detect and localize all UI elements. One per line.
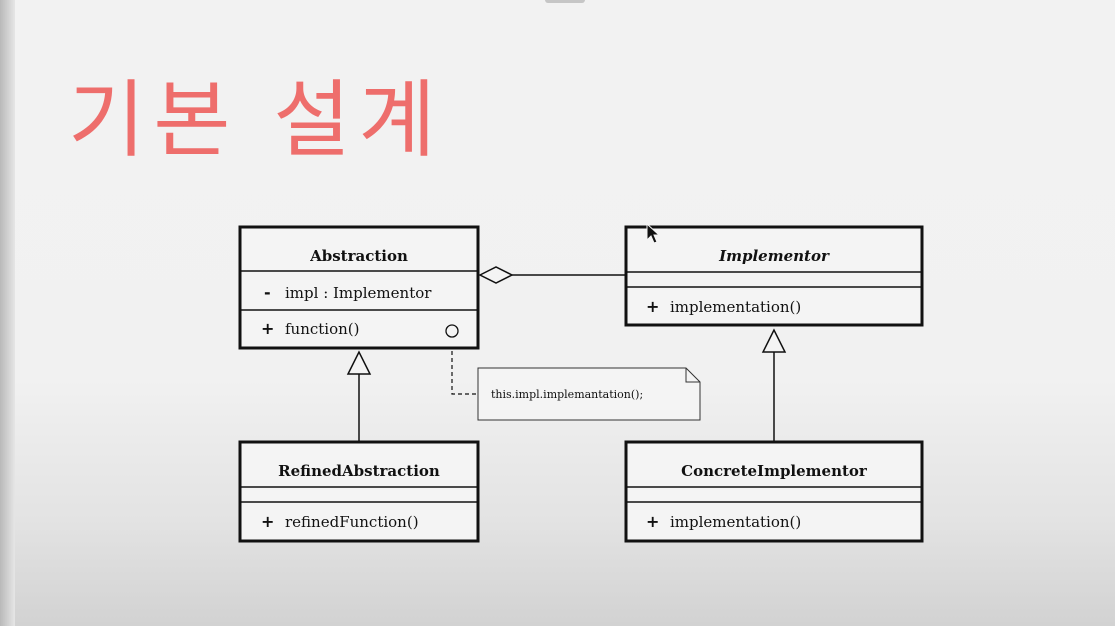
note-text: this.impl.implemantation(); bbox=[491, 388, 643, 401]
class-name: RefinedAbstraction bbox=[278, 462, 440, 480]
class-box bbox=[624, 225, 924, 327]
operation-refined-function: refinedFunction() bbox=[285, 513, 419, 531]
top-edge-mark bbox=[545, 0, 585, 3]
class-abstraction: Abstraction - impl : Implementor + funct… bbox=[238, 225, 480, 350]
class-box bbox=[624, 440, 924, 543]
window-left-edge bbox=[0, 0, 15, 626]
slide-title: 기본 설계 bbox=[68, 71, 444, 169]
class-box bbox=[238, 440, 480, 543]
operation-implementation: implementation() bbox=[670, 513, 801, 531]
operation-visibility: + bbox=[261, 319, 274, 338]
generalization-arrowhead-implementor bbox=[761, 328, 787, 353]
note-anchor-circle bbox=[445, 324, 459, 338]
operation-visibility: + bbox=[261, 512, 274, 531]
attribute-visibility: - bbox=[264, 283, 271, 302]
operation-visibility: + bbox=[646, 297, 659, 316]
operation-implementation: implementation() bbox=[670, 298, 801, 316]
operation-visibility: + bbox=[646, 512, 659, 531]
class-name: ConcreteImplementor bbox=[681, 462, 868, 480]
class-name: Abstraction bbox=[309, 247, 408, 265]
attribute-impl: impl : Implementor bbox=[285, 284, 432, 302]
aggregation-diamond bbox=[478, 266, 514, 284]
note-fold bbox=[685, 368, 700, 383]
class-name: Implementor bbox=[718, 247, 830, 265]
generalization-arrowhead-abstraction bbox=[346, 350, 372, 375]
class-refined-abstraction: RefinedAbstraction + refinedFunction() bbox=[238, 440, 480, 543]
class-implementor: Implementor + implementation() bbox=[624, 225, 924, 327]
cursor-icon bbox=[646, 222, 661, 244]
note-anchor-line bbox=[451, 337, 478, 395]
class-box bbox=[238, 225, 480, 350]
note: this.impl.implemantation(); bbox=[477, 367, 701, 421]
note-box bbox=[477, 367, 701, 421]
class-concrete-implementor: ConcreteImplementor + implementation() bbox=[624, 440, 924, 543]
operation-function: function() bbox=[285, 320, 360, 338]
